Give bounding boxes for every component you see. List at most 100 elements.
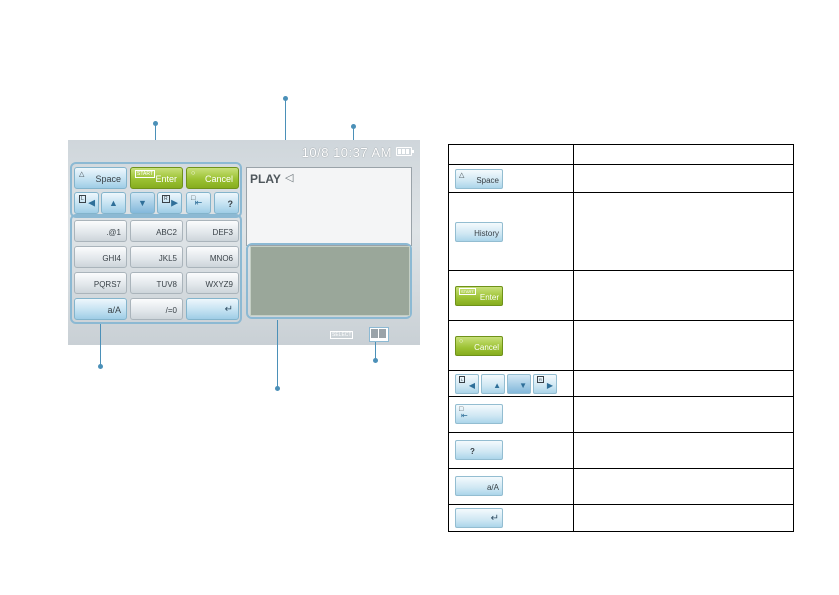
cancel-key[interactable]: ○ Cancel [186,167,239,189]
space-key-label: Space [95,174,121,184]
cursor-up-key: ▲ [481,374,505,394]
cursor-down-key: ▼ [507,374,531,394]
cursor-left-key[interactable]: L ◀ [74,192,99,214]
space-key: △ Space [455,169,503,189]
help-key-label: ? [470,447,475,456]
battery-icon [396,147,414,156]
backspace-icon: ⇤ [461,411,468,420]
description-cell [573,164,794,193]
case-toggle-key: a/A [455,476,503,496]
history-key: History [455,222,503,242]
cursor-up-key[interactable]: ▲ [101,192,126,214]
arrow-down-icon: ▼ [138,198,147,208]
case-toggle-label: a/A [486,483,499,492]
cancel-key-label: Cancel [474,343,499,352]
cursor-down-key[interactable]: ▼ [130,192,155,214]
table-row: History [448,192,794,271]
table-row: ↵ [448,504,794,532]
table-row: ? [448,432,794,469]
description-cell [573,192,794,271]
description-cell [573,370,794,397]
table-row: △ Space [448,164,794,193]
char-key[interactable]: .@1 [74,220,127,242]
callout-dot-input-cursor [283,96,288,101]
char-key[interactable]: JKL5 [130,246,183,268]
description-cell [573,432,794,469]
arrow-up-icon: ▲ [109,198,118,208]
space-key-label: Space [476,176,499,185]
start-button-tag: START [459,288,476,295]
arrow-right-icon: ▶ [171,197,178,208]
circle-icon: ○ [191,170,196,177]
r-button-tag: R [537,376,544,383]
arrow-left-icon: ◀ [468,381,475,390]
callout-line-prediction [277,320,278,388]
arrow-left-icon: ◀ [88,197,95,208]
table-row: □ ⇤ [448,396,794,433]
input-mode-indicator [369,327,389,342]
backspace-icon: ⇤ [194,197,203,208]
enter-key[interactable]: START Enter [130,167,183,189]
cursor-right-key[interactable]: R ▶ [157,192,182,214]
description-cell [573,468,794,505]
callout-line-char-keys [100,324,101,366]
callout-dot-text-field [351,124,356,129]
help-key-label: ? [227,199,234,209]
cancel-key-label: Cancel [204,174,233,184]
l-button-tag: L [79,195,86,203]
table-row: START Enter [448,270,794,321]
arrow-up-icon: ▲ [493,381,501,390]
select-button-tag: SELECT [330,331,354,339]
callout-dot-mode [373,358,378,363]
arrow-right-icon [379,329,386,338]
callout-line-mode [375,342,376,360]
backspace-key: □ ⇤ [455,404,503,424]
text-field-value: PLAY [250,172,281,186]
enter-key-label: Enter [479,293,499,302]
arrow-left-icon [371,329,378,338]
description-cell [573,504,794,532]
square-icon: □ [191,195,196,202]
cancel-key: ○ Cancel [455,336,503,356]
char-key[interactable]: MNO6 [186,246,239,268]
description-cell [573,270,794,321]
enter-icon: ↵ [224,304,233,315]
help-key: ? [455,440,503,460]
cursor-right-key: R ▶ [533,374,557,394]
description-cell [573,396,794,433]
arrow-right-icon: ▶ [546,381,553,390]
clock: 10/8 10:37 AM [301,145,392,160]
char-key[interactable]: PQRS7 [74,272,127,294]
char-key[interactable]: DEF3 [186,220,239,242]
key-reference-table: △ Space History START Enter ○ Cancel L ◀… [448,144,794,532]
table-header-cell [573,144,794,165]
enter-icon: ↵ [490,513,499,524]
table-header-row [448,144,794,165]
triangle-icon: △ [79,171,85,178]
prediction-area-group [246,243,412,319]
text-input-field[interactable]: PLAY ◁ [246,167,412,246]
backspace-key[interactable]: □ ⇤ [186,192,211,214]
l-button-tag: L [459,376,466,383]
table-row: a/A [448,468,794,505]
case-toggle-key[interactable]: a/A [74,298,127,320]
char-key[interactable]: GHI4 [74,246,127,268]
callout-dot-char-keys [98,364,103,369]
r-button-tag: R [162,195,170,203]
char-key[interactable]: WXYZ9 [186,272,239,294]
triangle-icon: △ [459,172,465,179]
char-key[interactable]: ABC2 [130,220,183,242]
psp-screen: 10/8 10:37 AM △ Space START Enter ○ Canc… [68,140,420,345]
enter-return-key: ↵ [455,508,503,528]
callout-line-input-cursor [285,98,286,180]
enter-return-key[interactable]: ↵ [186,298,239,320]
help-key[interactable]: ? [214,192,239,214]
symbols-key[interactable]: /=0 [130,298,183,320]
arrow-down-icon: ▼ [519,381,527,390]
cursor-icon: ◁ [285,172,294,184]
history-key-label: History [474,229,499,238]
space-key[interactable]: △ Space [74,167,127,189]
enter-key: START Enter [455,286,503,306]
top-keys-group [70,162,242,218]
char-key[interactable]: TUV8 [130,272,183,294]
